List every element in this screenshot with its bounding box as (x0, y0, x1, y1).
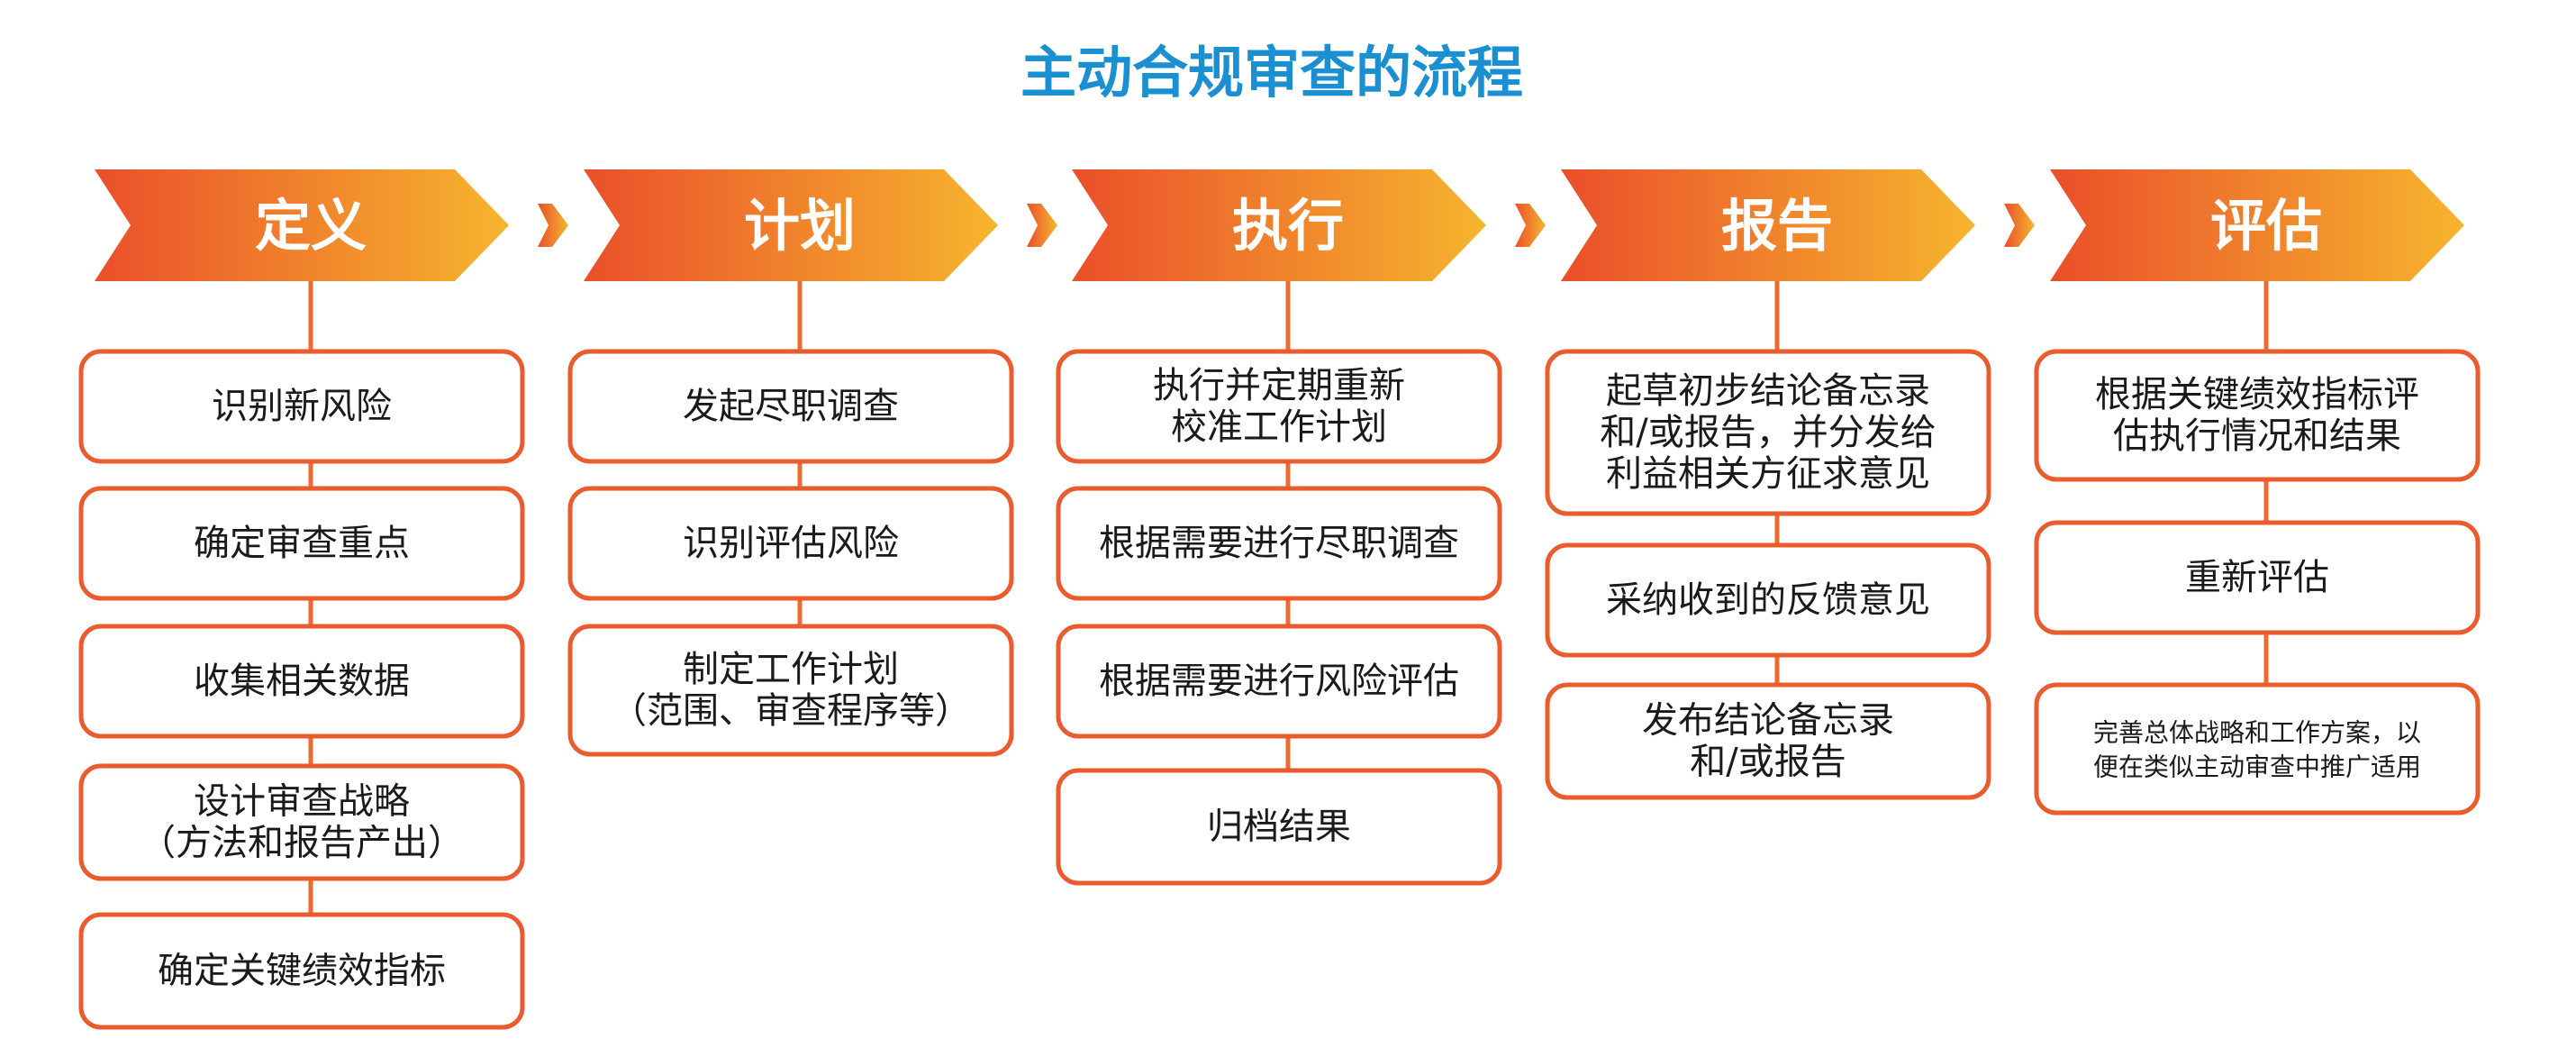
stage-label: 执行 (1232, 193, 1344, 259)
step-box-border (78, 349, 525, 464)
step-box-border (2034, 349, 2481, 482)
step-box-border (567, 349, 1014, 464)
stage-chevron (2050, 169, 2464, 281)
stage-1: 定义识别新风险确定审查重点收集相关数据设计审查战略（方法和报告产出）确定关键绩效… (78, 169, 568, 1030)
step-text: 确定关键绩效指标 (158, 950, 446, 991)
step-box: 确定关键绩效指标 (78, 912, 525, 1030)
step-box-border (1056, 349, 1502, 464)
step-box: 制定工作计划（范围、审查程序等） (567, 624, 1014, 757)
step-text: 和/或报告 (1690, 741, 1846, 782)
stage-label: 评估 (2210, 193, 2322, 259)
stage-chevron (584, 169, 998, 281)
arrow-right-icon (1515, 204, 1546, 247)
step-box-border (1545, 542, 1991, 658)
step-box-border (78, 624, 525, 739)
arrow-right-icon (538, 204, 568, 247)
stage-chevron (95, 169, 509, 281)
step-box-border (1056, 768, 1502, 886)
step-text: （范围、审查程序等） (611, 690, 971, 732)
stage-label: 计划 (744, 193, 856, 259)
arrow-right-icon (2004, 204, 2035, 247)
step-box-border (78, 912, 525, 1030)
step-box: 设计审查战略（方法和报告产出） (78, 763, 525, 881)
step-text: 收集相关数据 (194, 661, 410, 702)
step-box-border (2034, 682, 2481, 816)
step-text: 确定审查重点 (194, 523, 410, 564)
step-box: 发起尽职调查 (567, 349, 1014, 464)
step-text: 校准工作计划 (1171, 406, 1387, 448)
step-text: 发起尽职调查 (683, 386, 899, 427)
step-box-border (78, 763, 525, 881)
step-box: 重新评估 (2034, 520, 2481, 635)
step-text: 根据关键绩效指标评 (2095, 374, 2419, 415)
step-text: 重新评估 (2185, 557, 2329, 598)
stage-4: 报告起草初步结论备忘录和/或报告，并分发给利益相关方征求意见采纳收到的反馈意见发… (1545, 169, 2035, 800)
step-text: 便在类似主动审查中推广适用 (2093, 752, 2421, 782)
step-text: 利益相关方征求意见 (1606, 453, 1930, 495)
step-box-border (567, 486, 1014, 601)
stage-chevron (1072, 169, 1486, 281)
step-box: 采纳收到的反馈意见 (1545, 542, 1991, 658)
stage-label: 定义 (255, 193, 367, 259)
diagram-title: 主动合规审查的流程 (1020, 40, 1523, 105)
step-text: 执行并定期重新 (1153, 365, 1405, 406)
step-text: 制定工作计划 (683, 649, 899, 690)
step-box: 根据需要进行尽职调查 (1056, 486, 1502, 601)
step-box-border (1056, 624, 1502, 739)
step-box: 识别评估风险 (567, 486, 1014, 601)
step-text: 根据需要进行尽职调查 (1099, 523, 1459, 564)
step-text: 完善总体战略和工作方案，以 (2093, 718, 2421, 748)
stage-5: 评估根据关键绩效指标评估执行情况和结果重新评估完善总体战略和工作方案，以便在类似… (2034, 169, 2481, 816)
step-text: 估执行情况和结果 (2113, 415, 2401, 457)
step-text: 根据需要进行风险评估 (1099, 661, 1459, 702)
step-text: （方法和报告产出） (140, 822, 464, 863)
stage-label: 报告 (1721, 193, 1833, 259)
step-text: 识别评估风险 (683, 523, 899, 564)
step-box: 根据需要进行风险评估 (1056, 624, 1502, 739)
step-text: 和/或报告，并分发给 (1600, 412, 1936, 453)
step-text: 发布结论备忘录 (1642, 699, 1894, 741)
step-box-border (1545, 349, 1991, 516)
step-box-border (1056, 486, 1502, 601)
step-text: 采纳收到的反馈意见 (1606, 579, 1930, 621)
step-box: 确定审查重点 (78, 486, 525, 601)
step-text: 识别新风险 (212, 386, 392, 427)
step-box-border (78, 486, 525, 601)
step-text: 起草初步结论备忘录 (1606, 370, 1930, 412)
step-box-border (2034, 520, 2481, 635)
step-box: 识别新风险 (78, 349, 525, 464)
arrow-right-icon (1027, 204, 1057, 247)
step-text: 归档结果 (1207, 806, 1351, 847)
step-text: 设计审查战略 (194, 780, 410, 822)
step-box-border (1545, 682, 1991, 800)
stage-chevron (1561, 169, 1975, 281)
step-box: 收集相关数据 (78, 624, 525, 739)
step-box-border (567, 624, 1014, 757)
step-box: 归档结果 (1056, 768, 1502, 886)
